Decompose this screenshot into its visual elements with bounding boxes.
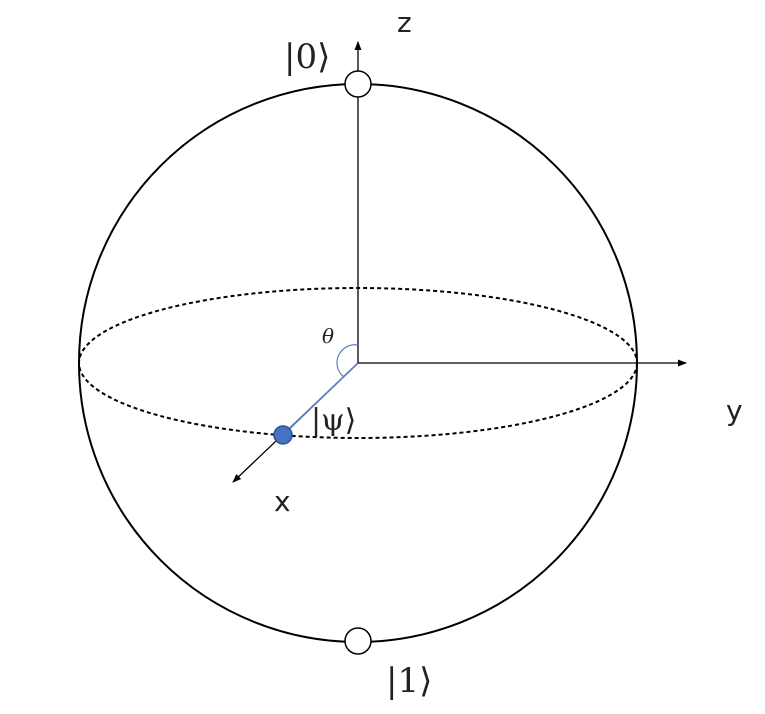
x-axis-label: x bbox=[274, 485, 291, 518]
theta-angle-arc bbox=[336, 344, 359, 378]
one-state-label: |1⟩ bbox=[386, 661, 432, 701]
psi-state-point bbox=[273, 425, 293, 445]
z-axis-label: z bbox=[397, 6, 412, 39]
y-axis-label: y bbox=[726, 394, 743, 427]
zero-state-label: |0⟩ bbox=[284, 37, 330, 77]
one-state-marker bbox=[344, 627, 372, 655]
theta-label: θ bbox=[322, 324, 334, 348]
psi-vector bbox=[282, 362, 359, 436]
psi-state-label: |ψ⟩ bbox=[311, 403, 356, 438]
zero-state-marker bbox=[344, 70, 372, 98]
